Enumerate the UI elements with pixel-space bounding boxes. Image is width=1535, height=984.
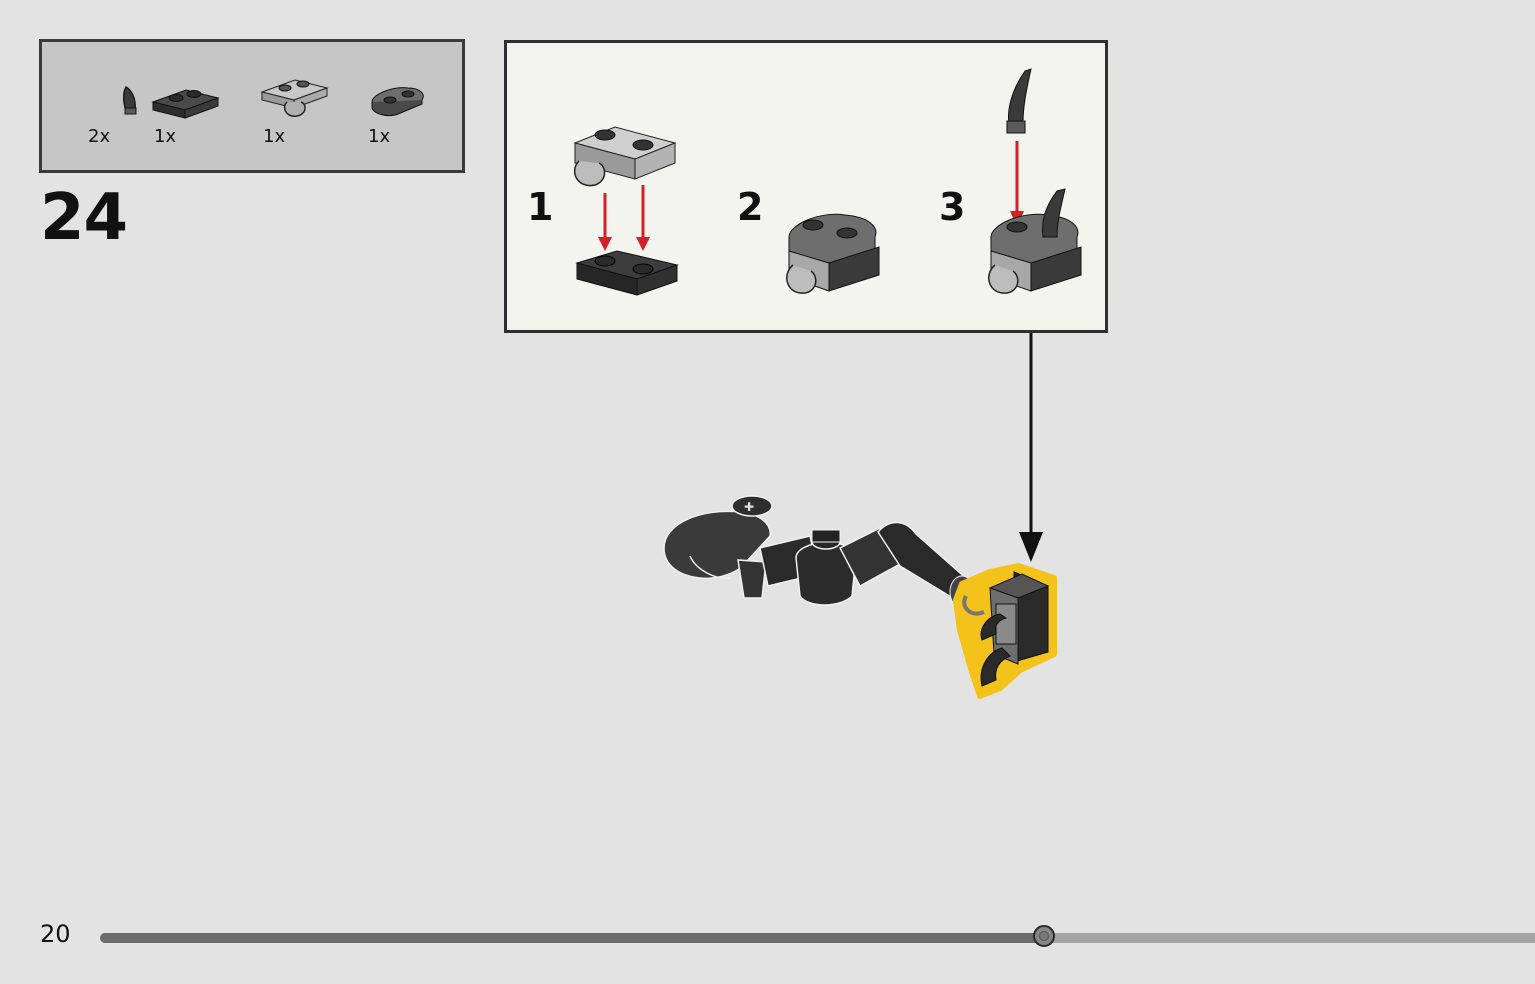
progress-bar[interactable] [100, 925, 1535, 947]
highlighted-sub-assembly [953, 563, 1057, 699]
clip-plate-icon [260, 79, 329, 117]
part-qty: 1x [368, 126, 391, 147]
page-number: 20 [40, 920, 71, 948]
horn-piece-icon [122, 85, 137, 115]
svg-text:✚: ✚ [744, 500, 754, 514]
sub-step-3-illustration [988, 68, 1082, 294]
parts-list-panel: 2x 1x 1x 1x [39, 39, 465, 173]
main-assembly-illustration: ✚ [663, 333, 1057, 699]
sub-step-1-illustration [573, 126, 679, 296]
arm-assembly: ✚ [663, 495, 975, 609]
callout-arrowhead [1019, 532, 1043, 562]
sub-step-label: 1 [527, 185, 554, 229]
sub-assembly-panel: 1 2 3 [504, 40, 1108, 333]
progress-fill [100, 933, 1045, 943]
sub-step-2-illustration [786, 213, 880, 294]
part-qty: 1x [263, 126, 286, 147]
sub-step-label: 2 [737, 185, 764, 229]
sub-step-label: 3 [939, 185, 966, 229]
part-item: 1x [257, 42, 357, 170]
progress-thumb[interactable] [1033, 925, 1056, 947]
part-item: 2x [78, 42, 178, 170]
step-number: 24 [40, 181, 128, 255]
part-qty: 1x [154, 126, 177, 147]
part-item: 1x [148, 42, 248, 170]
part-qty: 2x [88, 126, 111, 147]
part-item: 1x [364, 42, 464, 170]
rounded-plate-icon [371, 87, 424, 117]
plate-1x2-icon [151, 89, 220, 119]
